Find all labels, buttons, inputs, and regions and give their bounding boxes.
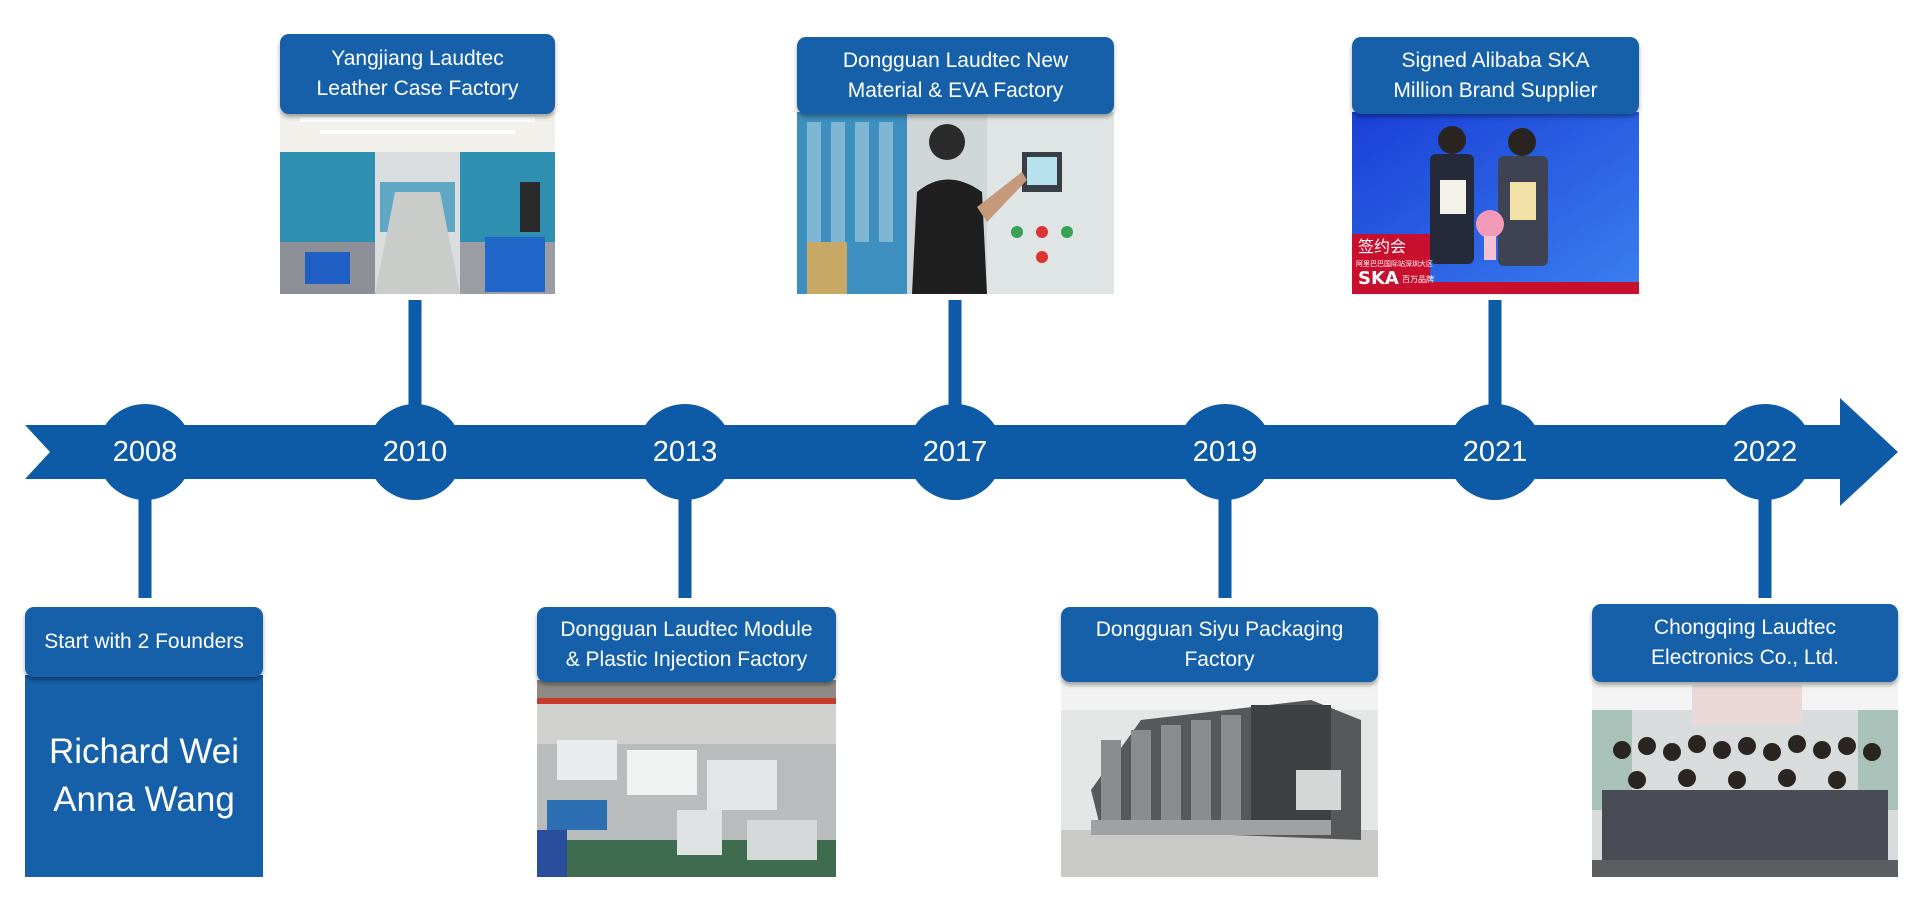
team-member-head	[1778, 769, 1796, 787]
team-member-head	[1763, 743, 1781, 761]
printing-press-photo	[1061, 680, 1378, 877]
year-circle-2010	[367, 404, 463, 500]
year-label-2010: 2010	[382, 436, 448, 468]
milestone-2017-label-line-2: Material & EVA Factory	[847, 78, 1064, 102]
milestone-2017-card: Dongguan Laudtec New Material & EVA Fact…	[797, 37, 1114, 294]
milestone-2008-card: Start with 2 Founders Richard Wei Anna W…	[25, 607, 263, 877]
team-member-head	[1688, 735, 1706, 753]
milestone-2019-label: Dongguan Siyu Packaging Factory	[1061, 607, 1378, 682]
year-label-2022: 2022	[1732, 436, 1798, 468]
year-circle-2017	[907, 404, 1003, 500]
milestone-2022-card: Chongqing Laudtec Electronics Co., Ltd.	[1592, 604, 1898, 877]
milestone-2017-label-line-1: Dongguan Laudtec New	[842, 48, 1069, 72]
team-member-head	[1838, 737, 1856, 755]
founders-box: Richard Wei Anna Wang	[25, 675, 263, 877]
milestone-2010-label: Yangjiang Laudtec Leather Case Factory	[280, 34, 555, 114]
team-member-head	[1678, 769, 1696, 787]
team-member-head	[1628, 771, 1646, 789]
milestone-2008-label-line-1: Start with 2 Founders	[44, 630, 244, 653]
milestone-2010-label-line-1: Yangjiang Laudtec	[331, 47, 504, 70]
milestone-2008-label: Start with 2 Founders	[25, 607, 263, 677]
year-circle-2013	[637, 404, 733, 500]
year-circle-2021	[1447, 404, 1543, 500]
milestone-2021-label: Signed Alibaba SKA Million Brand Supplie…	[1352, 37, 1639, 114]
team-member-head	[1638, 737, 1656, 755]
milestone-2022-label-line-2: Electronics Co., Ltd.	[1651, 646, 1839, 669]
ska-brand-cn-text: 百万品牌	[1402, 274, 1434, 284]
milestone-2019-label-line-2: Factory	[1184, 647, 1255, 671]
year-circle-2008	[97, 404, 193, 500]
team-member-head	[1728, 771, 1746, 789]
team-member-head	[1663, 743, 1681, 761]
milestone-2019-label-line-1: Dongguan Siyu Packaging	[1095, 617, 1344, 641]
signing-ceremony-photo: 签约会 阿里巴巴国际站深圳大区 SKA 百万品牌	[1352, 112, 1639, 294]
injection-machines-photo	[537, 680, 836, 877]
milestone-2010-card: Yangjiang Laudtec Leather Case Factory	[280, 34, 555, 294]
team-member-head	[1613, 741, 1631, 759]
milestone-2021-label-line-1: Signed Alibaba SKA	[1401, 48, 1590, 72]
team-member-head	[1788, 735, 1806, 753]
milestone-2022-label: Chongqing Laudtec Electronics Co., Ltd.	[1592, 604, 1898, 682]
milestone-2013-label-line-2: & Plastic Injection Factory	[565, 647, 808, 671]
milestone-2013-label: Dongguan Laudtec Module & Plastic Inject…	[537, 607, 836, 682]
milestone-2021-card: Signed Alibaba SKA Million Brand Supplie…	[1352, 37, 1639, 294]
ska-banner-text: 签约会	[1358, 237, 1406, 256]
year-circle-2022	[1717, 404, 1813, 500]
team-member-head	[1813, 741, 1831, 759]
milestone-2013-card: Dongguan Laudtec Module & Plastic Inject…	[537, 607, 836, 877]
team-member-head	[1738, 737, 1756, 755]
milestone-2017-label: Dongguan Laudtec New Material & EVA Fact…	[797, 37, 1114, 114]
founder-name-1: Richard Wei	[49, 732, 239, 771]
ska-brand-text: SKA	[1358, 268, 1399, 289]
founder-name-2: Anna Wang	[53, 780, 235, 819]
operator-control-panel-photo	[797, 112, 1114, 294]
year-label-2021: 2021	[1462, 436, 1528, 468]
milestone-2019-card: Dongguan Siyu Packaging Factory	[1061, 607, 1378, 877]
year-label-2019: 2019	[1192, 436, 1258, 468]
year-label-2017: 2017	[922, 436, 988, 468]
milestone-2021-label-line-2: Million Brand Supplier	[1393, 78, 1598, 102]
team-member-head	[1863, 743, 1881, 761]
year-circles	[97, 404, 1813, 500]
factory-floor-photo	[280, 112, 555, 294]
year-label-2013: 2013	[652, 436, 718, 468]
milestone-2013-label-line-1: Dongguan Laudtec Module	[560, 617, 813, 641]
ska-sub-text: 阿里巴巴国际站深圳大区	[1356, 259, 1433, 268]
milestone-2010-label-line-2: Leather Case Factory	[316, 77, 519, 100]
team-member-head	[1828, 771, 1846, 789]
year-circle-2019	[1177, 404, 1273, 500]
milestone-2022-label-line-1: Chongqing Laudtec	[1653, 616, 1837, 639]
team-member-head	[1713, 741, 1731, 759]
team-group-photo	[1592, 680, 1898, 877]
year-label-2008: 2008	[112, 436, 178, 468]
